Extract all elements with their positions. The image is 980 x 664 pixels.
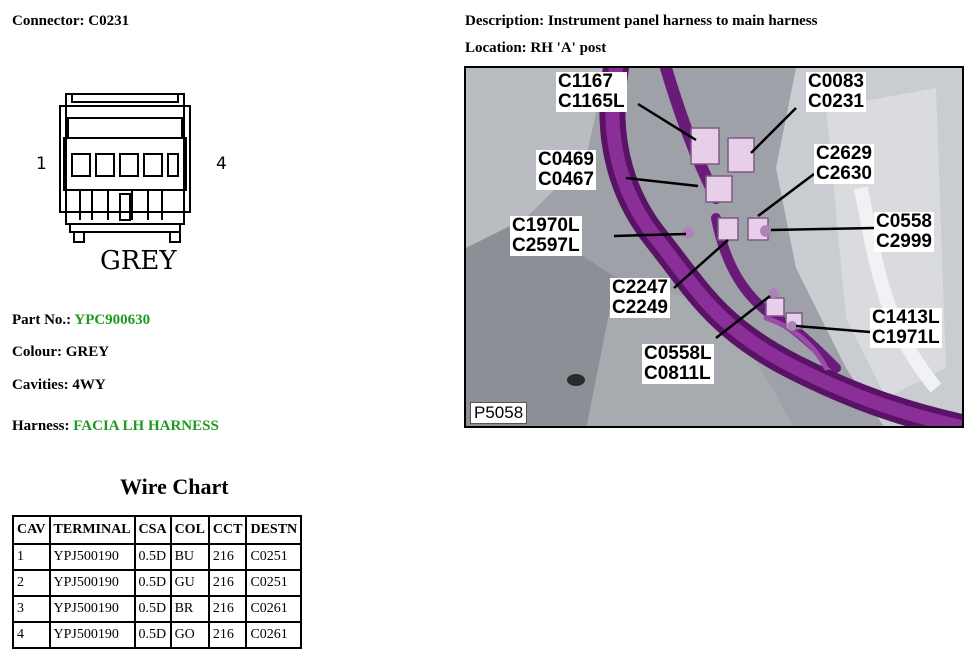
wire-chart-header-row: CAV TERMINAL CSA COL CCT DESTN — [12, 515, 303, 545]
cell-cav: 1 — [12, 543, 51, 571]
cell-csa: 0.5D — [133, 543, 172, 571]
callout-c0469: C0469 C0467 — [536, 149, 596, 190]
callout-c1413l: C1413L C1971L — [870, 307, 942, 348]
harness-label: Harness: — [12, 418, 70, 434]
cavities-line: Cavities: 4WY — [12, 377, 106, 394]
description-label: Description: — [465, 13, 545, 29]
wire-chart-table: CAV TERMINAL CSA COL CCT DESTN 1 YPJ5001… — [12, 515, 303, 649]
harness-line: Harness: FACIA LH HARNESS — [12, 418, 219, 435]
callout-c1167: C1167 C1165L — [556, 71, 627, 112]
cell-terminal: YPJ500190 — [48, 595, 136, 623]
cell-cav: 4 — [12, 621, 51, 649]
cell-destn: C0261 — [245, 621, 303, 649]
connector-face-diagram — [59, 93, 191, 243]
cell-col: GO — [169, 621, 210, 649]
pin-1-label: 1 — [36, 154, 47, 174]
description-line: Description: Instrument panel harness to… — [465, 13, 818, 30]
callout-c0558l: C0558L C0811L — [642, 343, 714, 384]
table-row: 4 YPJ500190 0.5D GO 216 C0261 — [12, 621, 303, 649]
part-no-label: Part No.: — [12, 312, 72, 328]
cell-cct: 216 — [207, 569, 248, 597]
colour-line: Colour: GREY — [12, 344, 109, 361]
connector-id: C0231 — [88, 13, 130, 29]
callout-c2247: C2247 C2249 — [610, 277, 670, 318]
location-label: Location: — [465, 40, 527, 56]
cell-col: BR — [169, 595, 210, 623]
header-col: COL — [169, 515, 210, 545]
connector-heading: Connector: C0231 — [12, 13, 129, 30]
cell-terminal: YPJ500190 — [48, 543, 136, 571]
part-no-line: Part No.: YPC900630 — [12, 312, 150, 329]
location-value: RH 'A' post — [530, 40, 607, 56]
header-csa: CSA — [133, 515, 172, 545]
cell-csa: 0.5D — [133, 569, 172, 597]
callout-c0083: C0083 C0231 — [806, 71, 866, 112]
pin-4-label: 4 — [216, 154, 227, 174]
cell-cct: 216 — [207, 595, 248, 623]
cell-destn: C0251 — [245, 543, 303, 571]
table-row: 3 YPJ500190 0.5D BR 216 C0261 — [12, 595, 303, 623]
table-row: 2 YPJ500190 0.5D GU 216 C0251 — [12, 569, 303, 597]
cell-cct: 216 — [207, 621, 248, 649]
colour-value: GREY — [65, 344, 110, 360]
wire-chart-title: Wire Chart — [120, 474, 229, 499]
callout-c0558: C0558 C2999 — [874, 211, 934, 252]
location-illustration: C1167 C1165L C0083 C0231 C0469 C0467 C26… — [464, 66, 964, 428]
cell-cct: 216 — [207, 543, 248, 571]
header-cct: CCT — [207, 515, 248, 545]
table-row: 1 YPJ500190 0.5D BU 216 C0251 — [12, 543, 303, 571]
callout-c2629: C2629 C2630 — [814, 143, 874, 184]
cell-terminal: YPJ500190 — [48, 621, 136, 649]
connector-label: Connector: — [12, 13, 85, 29]
connector-colour-label: GREY — [100, 246, 177, 276]
cavities-value: 4WY — [72, 377, 106, 393]
cell-col: GU — [169, 569, 210, 597]
cell-destn: C0261 — [245, 595, 303, 623]
cell-terminal: YPJ500190 — [48, 569, 136, 597]
cell-csa: 0.5D — [133, 595, 172, 623]
description-value: Instrument panel harness to main harness — [547, 13, 818, 29]
cell-cav: 2 — [12, 569, 51, 597]
part-no-link[interactable]: YPC900630 — [74, 312, 151, 328]
cell-csa: 0.5D — [133, 621, 172, 649]
header-cav: CAV — [12, 515, 51, 545]
callout-c1970l: C1970L C2597L — [510, 215, 582, 256]
cell-destn: C0251 — [245, 569, 303, 597]
header-destn: DESTN — [245, 515, 303, 545]
cell-cav: 3 — [12, 595, 51, 623]
header-terminal: TERMINAL — [48, 515, 136, 545]
cell-col: BU — [169, 543, 210, 571]
colour-label: Colour: — [12, 344, 62, 360]
harness-link[interactable]: FACIA LH HARNESS — [73, 418, 219, 434]
cavities-label: Cavities: — [12, 377, 69, 393]
figure-reference: P5058 — [470, 402, 528, 424]
location-line: Location: RH 'A' post — [465, 40, 606, 57]
